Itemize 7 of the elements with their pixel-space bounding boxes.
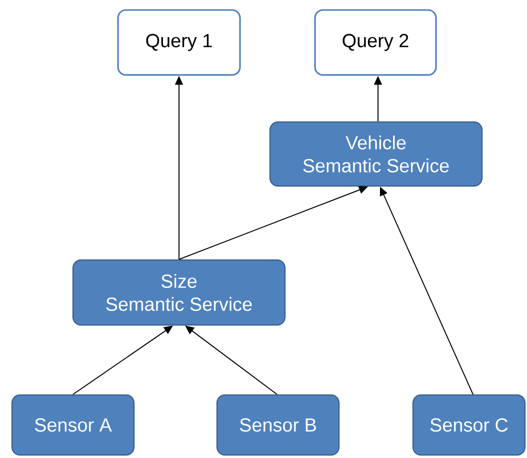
- service-box: Vehicle Semantic Service: [269, 121, 483, 187]
- sensor-box: Sensor B: [216, 394, 340, 456]
- service-box: Size Semantic Service: [72, 259, 286, 326]
- sensor-box: Sensor C: [412, 394, 526, 456]
- query-box: Query 2: [314, 9, 437, 76]
- sensor-box: Sensor A: [11, 394, 135, 456]
- query-box: Query 1: [117, 9, 241, 76]
